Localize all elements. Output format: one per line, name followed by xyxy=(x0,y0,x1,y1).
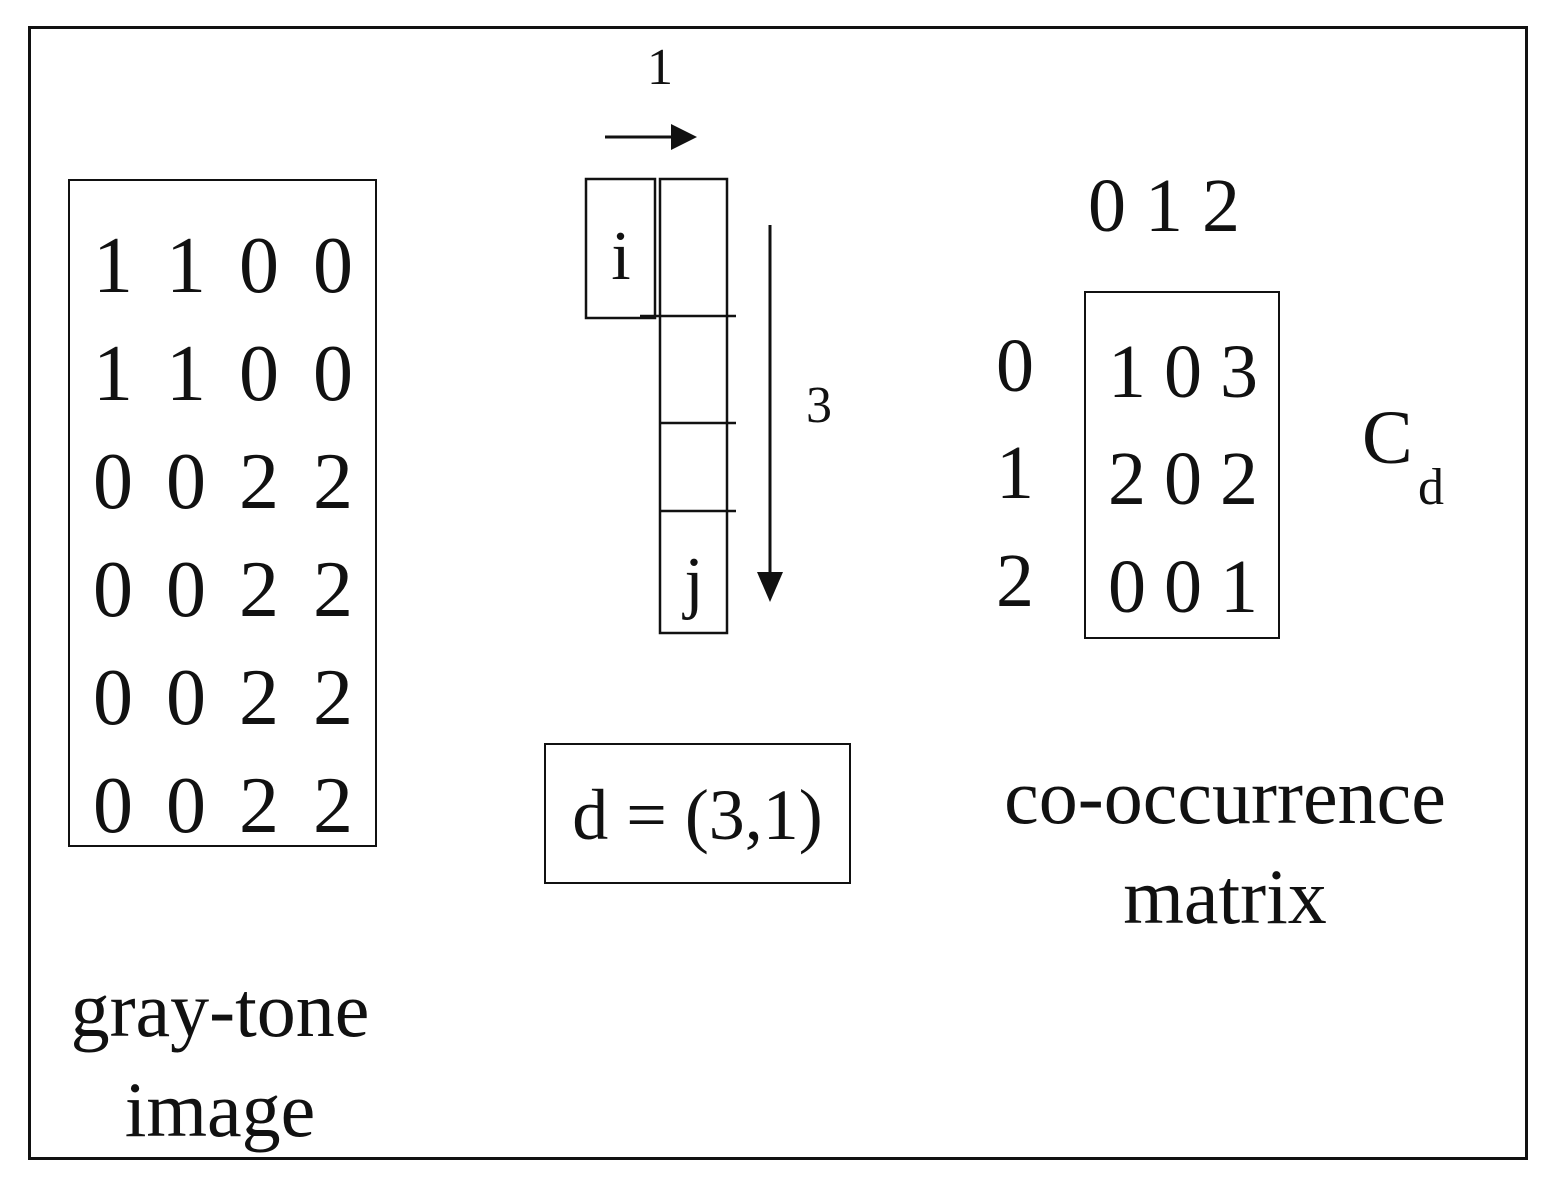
displacement-formula: d = (3,1) xyxy=(572,775,823,855)
gray-tone-cell: 2 xyxy=(313,654,353,742)
cooccurrence-caption-line2: matrix xyxy=(1123,853,1327,940)
gray-tone-cell: 2 xyxy=(313,762,353,850)
matrix-cell: 2 xyxy=(1108,437,1146,521)
start-cell-i: i xyxy=(611,218,631,295)
matrix-row-label: 1 xyxy=(996,431,1034,515)
gray-tone-cell: 0 xyxy=(239,222,279,310)
cooccurrence-caption-line1: co-occurrence xyxy=(1004,753,1446,840)
gray-tone-cell: 0 xyxy=(166,546,206,634)
gray-tone-cell: 0 xyxy=(93,438,133,526)
down-arrow-icon xyxy=(757,225,783,602)
gray-tone-cell: 0 xyxy=(166,438,206,526)
displacement-formula-box: d = (3,1) xyxy=(544,743,851,884)
matrix-cell: 0 xyxy=(1108,545,1146,629)
gray-tone-cell: 0 xyxy=(93,546,133,634)
matrix-cell: 1 xyxy=(1220,545,1258,629)
matrix-row-label: 2 xyxy=(996,539,1034,623)
gray-tone-cell: 0 xyxy=(166,654,206,742)
gray-tone-cell: 2 xyxy=(239,546,279,634)
gray-tone-cell: 1 xyxy=(166,222,206,310)
right-arrow-icon xyxy=(605,124,697,150)
gray-tone-cell: 2 xyxy=(239,438,279,526)
matrix-column-header: 0 1 2 xyxy=(1088,164,1240,248)
gray-tone-cell: 1 xyxy=(93,330,133,418)
matrix-row-label: 0 xyxy=(996,324,1034,408)
matrix-cell: 3 xyxy=(1220,330,1258,414)
gray-tone-cell: 0 xyxy=(166,762,206,850)
matrix-symbol-main: C xyxy=(1362,396,1413,480)
matrix-cell: 0 xyxy=(1164,545,1202,629)
matrix-symbol-subscript: d xyxy=(1418,459,1444,516)
matrix-cell: 0 xyxy=(1164,437,1202,521)
gray-tone-cell: 2 xyxy=(313,438,353,526)
gray-tone-cell: 0 xyxy=(93,762,133,850)
gray-tone-cell: 1 xyxy=(93,222,133,310)
gray-tone-cell: 0 xyxy=(313,330,353,418)
gray-tone-cell: 2 xyxy=(313,546,353,634)
vertical-offset-label: 3 xyxy=(806,377,832,434)
figure-frame xyxy=(28,26,1528,1160)
gray-tone-cell: 0 xyxy=(313,222,353,310)
gray-tone-cell: 0 xyxy=(239,330,279,418)
end-cell-j: j xyxy=(684,544,704,621)
gray-tone-cell: 0 xyxy=(93,654,133,742)
gray-tone-cell: 2 xyxy=(239,762,279,850)
horizontal-offset-label: 1 xyxy=(647,39,673,96)
matrix-cell: 0 xyxy=(1164,330,1202,414)
gray-tone-caption-line1: gray-tone xyxy=(70,966,370,1053)
matrix-cell: 1 xyxy=(1108,330,1146,414)
gray-tone-cell: 2 xyxy=(239,654,279,742)
matrix-cell: 2 xyxy=(1220,437,1258,521)
gray-tone-cell: 1 xyxy=(166,330,206,418)
displacement-column-cells xyxy=(584,177,736,635)
gray-tone-caption-line2: image xyxy=(124,1066,316,1153)
